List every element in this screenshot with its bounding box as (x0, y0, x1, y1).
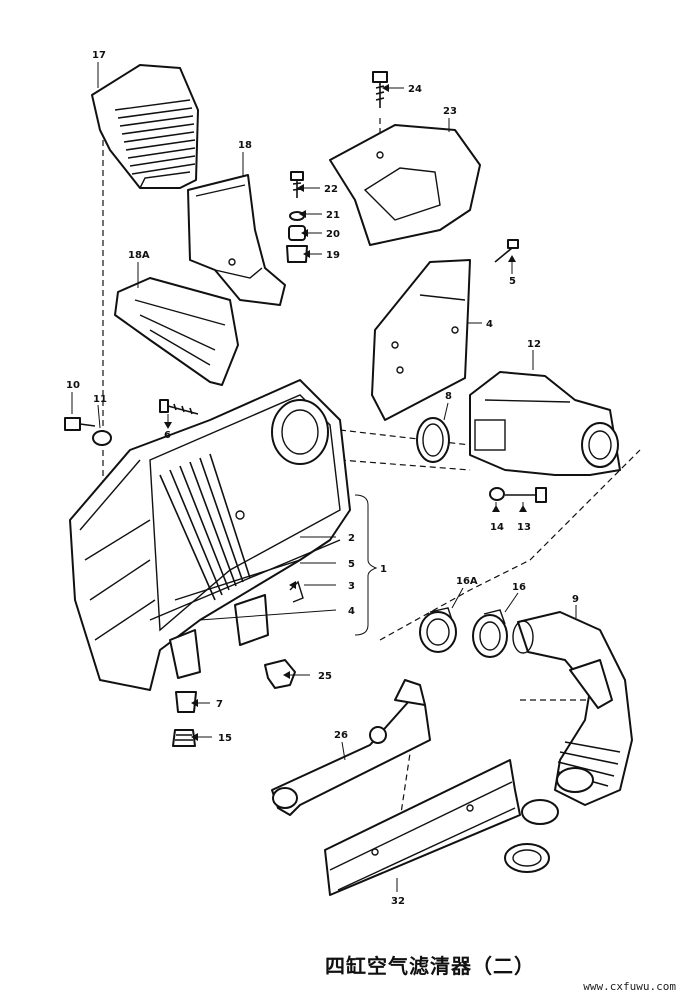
part-23-cover-plate (329, 124, 481, 246)
callout-7: 7 (216, 699, 223, 710)
part-4-bracket-upper (371, 259, 471, 421)
part-32-heat-shield (324, 759, 521, 896)
part-8-o-ring (416, 417, 450, 463)
part-18a-resonator (114, 277, 239, 386)
part-10-bolt (64, 417, 96, 431)
part-1-air-filter-housing (69, 379, 351, 691)
callout-5-lower: 5 (348, 559, 355, 570)
part-11-nut (92, 430, 112, 446)
part-16a-hose-clamp (419, 607, 457, 653)
callout-18: 18 (238, 140, 252, 151)
part-18-air-duct (187, 174, 286, 306)
callout-17: 17 (92, 50, 106, 61)
callout-9: 9 (572, 594, 579, 605)
callout-1: 1 (380, 564, 387, 575)
callout-11: 11 (93, 394, 107, 405)
part-hose-clamp-lower (504, 799, 559, 873)
callout-23: 23 (443, 106, 457, 117)
part-7-drain-valve (175, 691, 197, 713)
part-5-screw-upper (494, 239, 519, 263)
callout-19: 19 (326, 250, 340, 261)
callout-14: 14 (490, 522, 504, 533)
callout-2: 2 (348, 533, 355, 544)
part-12-air-mass-meter (469, 371, 621, 476)
part-19-grommet (286, 245, 308, 263)
part-14-washer (489, 487, 505, 501)
part-13-bolt (505, 487, 547, 503)
callout-13: 13 (517, 522, 531, 533)
watermark-url: www.cxfuwu.com (583, 980, 676, 993)
callout-32: 32 (391, 896, 405, 907)
callout-4-lower: 4 (348, 606, 355, 617)
callout-18a: 18A (128, 250, 150, 261)
callout-5-upper: 5 (509, 276, 516, 287)
callout-16: 16 (512, 582, 526, 593)
callout-20: 20 (326, 229, 340, 240)
group-bracket-1 (354, 494, 378, 636)
callout-8: 8 (445, 391, 452, 402)
callout-3: 3 (348, 581, 355, 592)
callout-12: 12 (527, 339, 541, 350)
callout-16a: 16A (456, 576, 478, 587)
callout-24: 24 (408, 84, 422, 95)
callout-22: 22 (324, 184, 338, 195)
part-6-bolt (159, 399, 199, 415)
callout-26: 26 (334, 730, 348, 741)
part-22-screw (290, 171, 304, 198)
callout-15: 15 (218, 733, 232, 744)
part-15-cap (172, 729, 196, 747)
diagram-title: 四缸空气滤清器（二） (325, 954, 535, 978)
callout-10: 10 (66, 380, 80, 391)
part-17-intake-snorkel (91, 64, 199, 189)
part-24-bolt (372, 71, 388, 108)
part-26-bracket-rod (271, 679, 431, 816)
callout-25: 25 (318, 671, 332, 682)
part-25-clip (264, 659, 296, 689)
part-9-intake-hose (512, 611, 633, 806)
callout-6: 6 (164, 430, 171, 441)
callout-4-upper: 4 (486, 319, 493, 330)
part-16-hose-clamp (472, 609, 508, 658)
leader-arrowheads (164, 84, 527, 741)
callout-labels: 17 18 18A 24 23 22 21 20 19 5 4 12 8 10 … (66, 50, 579, 907)
callout-21: 21 (326, 210, 340, 221)
